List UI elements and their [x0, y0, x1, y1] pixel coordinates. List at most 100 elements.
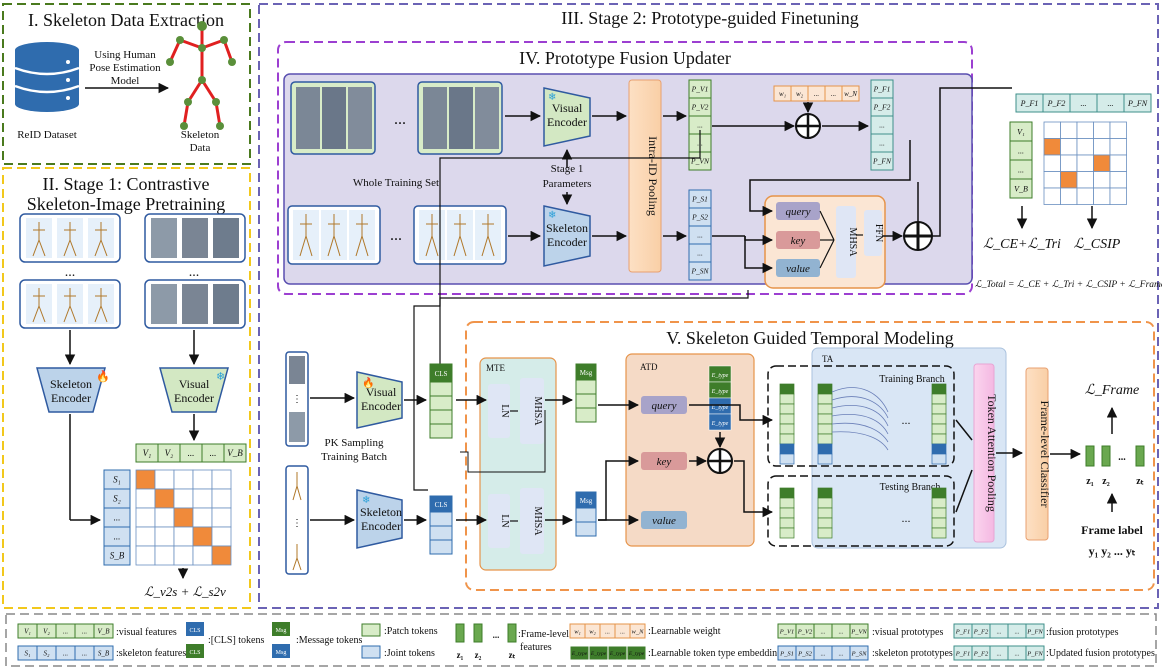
legend-pf-cell-label: P_F2 [973, 628, 989, 635]
s2-v-row-cell-label: V_B [227, 448, 243, 458]
test-to-tap [955, 469, 973, 513]
r-matrix-cell [1043, 171, 1061, 189]
s4-ffn-box [864, 210, 882, 256]
attn-q-line [819, 210, 835, 241]
s2-matrix-cell [154, 545, 175, 566]
frame-loss: ℒ_Frame [1085, 383, 1139, 398]
legend-learnable-weight-label: :Learnable weight [648, 626, 721, 637]
cls-token-label: CLS [435, 501, 448, 509]
train-token [779, 453, 795, 465]
s4-ps-cell-label: P_SN [690, 267, 709, 276]
patch-token [429, 395, 453, 411]
legend-cls-label-green: CLS [189, 650, 200, 656]
s2-matrix-cell [192, 488, 213, 509]
train-token [931, 423, 947, 435]
loss-ce-tri: ℒ_CE+ℒ_Tri [983, 237, 1061, 252]
legend-pf2-cell-label: ... [997, 650, 1002, 657]
patch-token [575, 407, 597, 423]
r-matrix-cell [1076, 187, 1094, 205]
z-feature-label: z₁ [1086, 476, 1093, 487]
legend-frame-feat-label-1: :Frame-level [518, 629, 569, 640]
s2-v-row-cell-label: ... [210, 448, 217, 458]
s2-matrix-cell [154, 469, 175, 490]
s4-w-cell [841, 85, 860, 102]
train-token [931, 393, 947, 405]
skeleton-data-label-2: Data [190, 142, 211, 154]
r-matrix-cell [1076, 138, 1094, 156]
s2-matrix-cell [173, 488, 194, 509]
s2-s-col-cell-label: S_B [110, 551, 125, 561]
train-token [817, 403, 833, 415]
atd-query-label: query [651, 400, 676, 412]
legend-z-feature [507, 623, 517, 643]
s5-skeleton-encoder-label-1: Skeleton [360, 505, 402, 519]
s2-s-col-cell [103, 545, 131, 566]
z-feature-label: zₜ [1136, 476, 1143, 487]
r-v-cell-label: ... [1018, 146, 1024, 155]
database-icon [14, 42, 80, 112]
legend-pf-cell-label: P_FN [1026, 628, 1043, 635]
legend-v-cell-label: V_B [97, 627, 110, 635]
s2-dots-left: ... [65, 265, 76, 280]
mte-mhsa-top [520, 378, 544, 444]
test-token [817, 487, 833, 499]
r-v-cell [1009, 178, 1033, 199]
s4-query-label: query [785, 206, 810, 218]
patch-token [429, 423, 453, 439]
fire-icon: 🔥 [96, 370, 110, 383]
r-matrix-cell [1043, 121, 1061, 139]
r-matrix-cell [1060, 121, 1078, 139]
plus-icon [903, 221, 933, 251]
s2-s-col-cell-label: S₂ [113, 494, 121, 504]
legend-v-cell-label: V₁ [24, 627, 31, 635]
pf-to-query [749, 140, 911, 217]
testing-branch-frame [767, 475, 955, 547]
train-token [779, 403, 795, 415]
s4-key-label: key [791, 235, 806, 247]
s4-pv-cell-label: P_VN [690, 157, 710, 166]
test-token [931, 517, 947, 529]
legend-updated-fusion-proto-label: :Updated fusion prototypes [1046, 648, 1155, 659]
plus-icon [707, 448, 733, 474]
stage1-params-1: Stage 1 [551, 163, 584, 175]
legend-msg-label-blue: Msg [276, 650, 287, 656]
s5-skeleton-encoder: Skeleton Encoder ❄ [356, 489, 403, 549]
legend-ps-cell-label: P_S2 [797, 650, 812, 657]
legend-patch-label: :Patch tokens [384, 626, 438, 637]
r-matrix-cell [1076, 121, 1094, 139]
r-matrix-cell [1043, 187, 1061, 205]
train-token [817, 383, 833, 395]
legend-e-cell-label: E_type [628, 651, 645, 657]
patch-token [575, 379, 597, 395]
z-feature-label: z₂ [1102, 476, 1109, 487]
train-token [779, 423, 795, 435]
frame-label-title: Frame label [1081, 523, 1143, 537]
joint-token [429, 539, 453, 555]
train-token [779, 413, 795, 425]
s4-dots-skel: ... [390, 227, 402, 244]
s4-pv-cell-label: P_V1 [691, 85, 709, 94]
r-matrix-cell [1060, 138, 1078, 156]
section-5-title: V. Skeleton Guided Temporal Modeling [666, 328, 954, 348]
r-matrix-cell [1060, 154, 1078, 172]
legend-ps-cell-label: P_S1 [779, 650, 794, 657]
s5-skeleton-encoder-label-2: Encoder [361, 519, 401, 533]
legend-v-cell-label: V₂ [43, 627, 50, 635]
legend-frame-feat-label-2: features [520, 642, 552, 653]
s2-matrix-cell [211, 488, 232, 509]
image-sequence-bottom [144, 279, 246, 329]
atd-to-train [689, 404, 774, 426]
z-feature [1135, 445, 1145, 467]
test-token [817, 507, 833, 519]
s2-matrix-cell [154, 488, 175, 509]
legend-s-cell-label: S₂ [44, 649, 51, 657]
legend-token-type-label: :Learnable token type embedding [648, 648, 782, 659]
test-token [817, 497, 833, 509]
z-feature [1101, 445, 1111, 467]
s4-image-group-1 [290, 81, 376, 155]
pose-label-1: Using Human [94, 49, 156, 61]
